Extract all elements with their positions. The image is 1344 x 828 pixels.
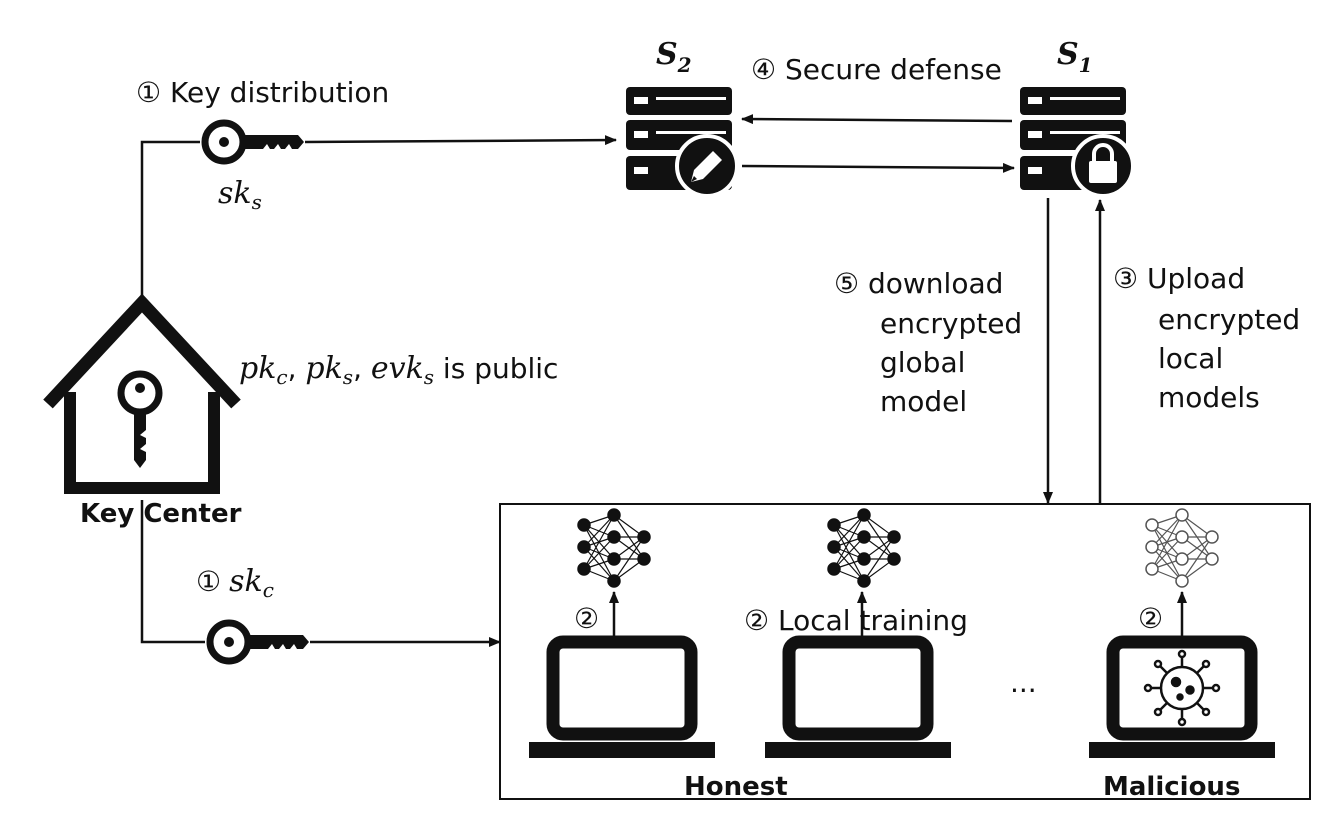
key-center-to-clients-line [140,500,205,644]
nn-node [607,552,621,566]
step2-marker: ② [1138,602,1163,635]
laptop-icon [529,635,715,758]
server-s2-label: S2 [656,37,692,77]
s1-to-s2-arrow [741,114,1013,125]
nn-node [857,552,871,566]
clients-box [499,503,1311,800]
step5-line4: model [880,385,967,418]
nn-edge [583,536,615,570]
nn-node [857,508,871,522]
nn-node [827,562,841,576]
nn-node [607,508,621,522]
step2-label: ② Local training [744,604,968,637]
neural-network-icon [827,508,901,588]
nn-node [1145,518,1159,532]
nn-node [887,552,901,566]
server-s1-label: S1 [1057,37,1093,77]
nn-node [827,518,841,532]
pencil-icon [675,134,739,198]
neural-network-icon [1145,508,1219,588]
nn-node [857,530,871,544]
nn-edge [833,514,865,570]
nn-node [607,574,621,588]
key-icon [206,619,309,665]
nn-node [1175,530,1189,544]
public-keys-label: pkc, pks, evks is public [239,351,558,389]
house-key-icon [43,293,241,494]
nn-node [1205,530,1219,544]
nn-node [1175,552,1189,566]
laptop-icon [765,635,951,758]
nn-edge [833,514,865,548]
laptop-icon [1089,635,1275,758]
nn-edge [613,536,645,582]
nn-node [827,540,841,554]
key-to-s2-arrow [304,135,617,146]
malicious-label: Malicious [1103,772,1240,802]
nn-node [637,552,651,566]
neural-network-icon [577,508,651,588]
step5-line2: encrypted [880,307,1022,340]
step3-line1: ③ Upload [1113,262,1245,295]
nn-edge [1151,514,1183,570]
step3-line4: models [1158,381,1260,414]
nn-node [1145,562,1159,576]
nn-edge [1181,536,1213,582]
nn-node [1175,508,1189,522]
step3-line2: encrypted [1158,303,1300,336]
nn-node [577,540,591,554]
lock-icon [1071,134,1135,198]
step4-label: ④ Secure defense [751,53,1002,86]
nn-edge [833,536,865,570]
nn-node [607,530,621,544]
nn-edge [863,536,895,582]
nn-edge [583,514,615,548]
nn-edge [1151,536,1183,570]
key-center-to-s2-line [140,140,200,300]
step5-line3: global [880,346,965,379]
step3-line3: local [1158,342,1223,375]
nn-node [1175,574,1189,588]
virus-icon [1143,649,1221,727]
honest-label: Honest [684,772,788,802]
key-icon [201,119,304,165]
step5-line1: ⑤ download [834,267,1003,300]
step1-label: ① Key distribution [136,76,389,109]
nn-node [577,518,591,532]
key-center-label: Key Center [80,499,242,529]
sk-s-label: sks [218,176,262,214]
s2-to-s1-arrow [741,162,1015,173]
ellipsis: ··· [1010,674,1037,707]
nn-edge [1151,514,1183,548]
step2-marker: ② [574,602,599,635]
nn-node [577,562,591,576]
nn-node [857,574,871,588]
nn-node [887,530,901,544]
nn-node [637,530,651,544]
nn-node [1145,540,1159,554]
nn-edge [583,514,615,570]
nn-node [1205,552,1219,566]
